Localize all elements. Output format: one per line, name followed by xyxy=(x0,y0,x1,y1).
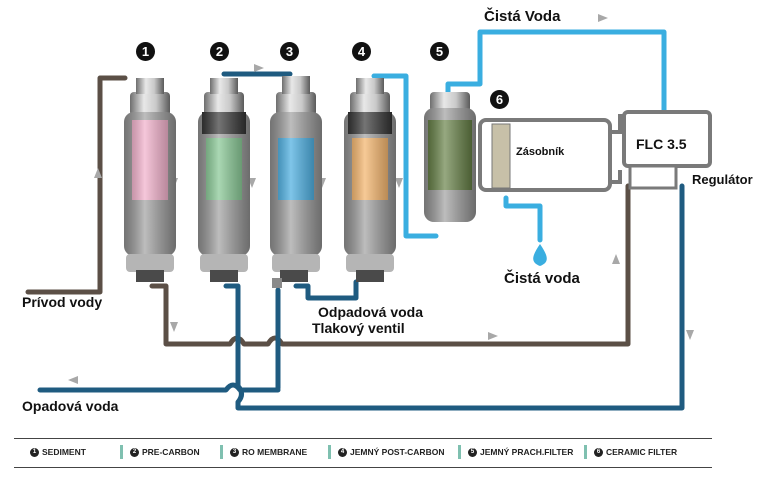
pipe-tank-tap xyxy=(503,195,543,243)
waste-outlet-pipe xyxy=(37,382,281,393)
inlet-pipe xyxy=(25,75,128,295)
clean-water-bottom-label: Čistá voda xyxy=(504,270,580,287)
pipe-1-2 xyxy=(160,56,162,76)
legend-separator xyxy=(220,445,223,459)
pipe-4-5 xyxy=(371,73,439,239)
filter-1 xyxy=(124,78,176,282)
water-drop-icon xyxy=(533,244,547,266)
tank-label: Zásobník xyxy=(516,146,565,158)
inlet-label: Prívod vody xyxy=(22,294,103,310)
pressure-valve-label: Tlakový ventil xyxy=(312,320,405,336)
clean-water-top-label: Čistá Voda xyxy=(484,8,561,25)
stage-1-number: 1 xyxy=(136,42,155,61)
outlet-waste-label: Opadová voda xyxy=(22,398,119,414)
filter-4 xyxy=(344,78,396,282)
legend-separator xyxy=(458,445,461,459)
flc-bracket xyxy=(610,114,624,184)
pipes xyxy=(25,29,685,411)
ceramic-filter xyxy=(491,123,511,189)
regulator-label: Regulátor xyxy=(692,172,753,187)
pipe-3-4 xyxy=(293,279,359,301)
stage-4-number: 4 xyxy=(352,42,371,61)
stage-2-number: 2 xyxy=(210,42,229,61)
filter-5 xyxy=(424,92,476,222)
pipe-5-flc xyxy=(445,29,667,115)
legend-separator xyxy=(328,445,331,459)
legend-separator xyxy=(584,445,587,459)
regulator-box xyxy=(628,164,678,190)
flc-label: FLC 3.5 xyxy=(636,136,687,152)
filter-3 xyxy=(270,76,322,288)
stage-5-number: 5 xyxy=(430,42,449,61)
filter-2 xyxy=(198,78,250,282)
legend-separator xyxy=(120,445,123,459)
brown-main-pipe xyxy=(149,183,643,347)
stage-3-number: 3 xyxy=(280,42,299,61)
storage-tank xyxy=(478,118,612,192)
stage-6-number: 6 xyxy=(490,90,509,109)
waste-water-label: Odpadová voda xyxy=(318,304,424,320)
